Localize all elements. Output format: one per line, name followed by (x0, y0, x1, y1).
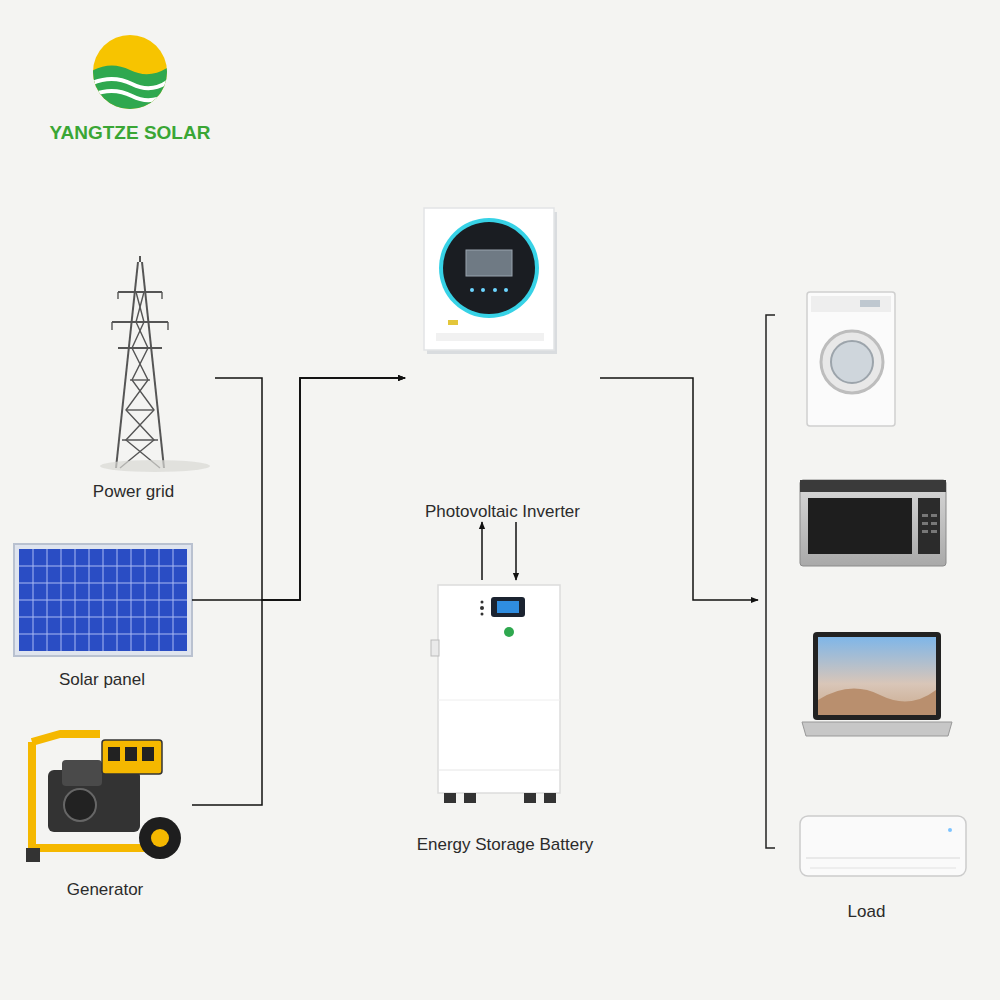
power-grid-node: Power grid (52, 252, 215, 502)
laptop-picture (802, 632, 952, 736)
node-label: Solar panel (57, 670, 147, 690)
flow-arrow (481, 522, 483, 580)
solar-panel-node: Solar panel (12, 540, 192, 690)
node-label: Load (846, 902, 888, 922)
generator-picture (26, 734, 181, 862)
flow-arrow (192, 378, 405, 805)
battery-node: Energy Storage Battery (410, 580, 601, 855)
node-label: Power grid (91, 482, 176, 502)
solar-panel-picture (14, 544, 192, 656)
microwave-picture (800, 480, 946, 566)
node-label: Photovoltaic Inverter (423, 502, 582, 522)
battery-picture (431, 585, 560, 803)
brand-name: YANGTZE SOLAR (50, 122, 211, 144)
load-bracket (766, 315, 775, 848)
inverter-picture (424, 208, 557, 354)
flow-arrow (192, 378, 405, 600)
air-conditioner-picture (800, 816, 966, 876)
generator-node: Generator (18, 725, 192, 900)
node-label: Energy Storage Battery (415, 835, 596, 855)
washing-machine-picture (807, 292, 895, 426)
node-label: Generator (65, 880, 146, 900)
inverter-node: Photovoltaic Inverter (405, 200, 600, 522)
flow-arrow (215, 378, 405, 600)
flow-arrow (515, 522, 517, 580)
flow-arrow (600, 378, 758, 600)
load-node: Load (758, 285, 975, 922)
power-tower (112, 256, 168, 468)
brand-logo (90, 30, 170, 115)
